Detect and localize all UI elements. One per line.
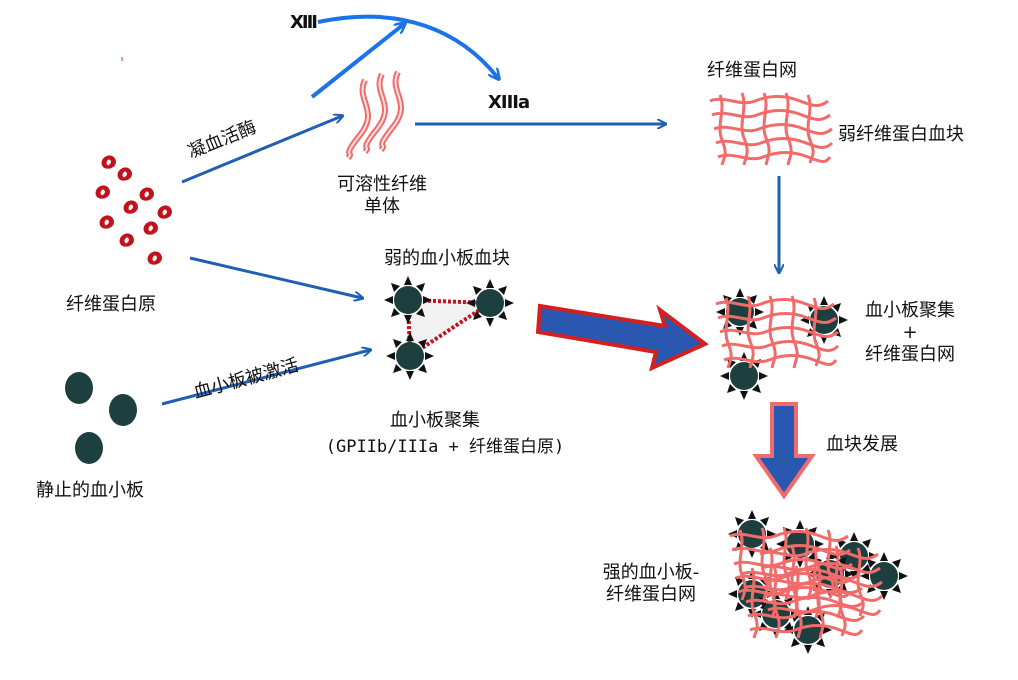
weak-platelet-clot-icon [384, 276, 514, 380]
fibrinogen-label: 纤维蛋白原 [66, 294, 156, 315]
clot-development-label: 血块发展 [826, 434, 898, 455]
soluble-monomer-label: 可溶性纤维 单体 [322, 174, 442, 218]
gp-receptor-label: (GPIIb/IIIa + 纤维蛋白原) [325, 437, 565, 457]
soluble-monomer-line1: 可溶性纤维 [337, 174, 427, 195]
block-arrow-right [535, 303, 709, 372]
block-arrow-down [752, 402, 816, 500]
weak-fibrin-clot-label: 弱纤维蛋白血块 [838, 124, 964, 145]
resting-platelets-label: 静止的血小板 [36, 480, 144, 501]
agg-plus-mesh-plus: + [902, 322, 918, 343]
soluble-monomer-icon [345, 70, 404, 160]
aggregation-mesh-icon [714, 288, 848, 400]
arrow-thrombin [181, 116, 342, 184]
factor-xiii-label: XIII [290, 12, 318, 33]
agg-plus-mesh-line3: 纤维蛋白网 [865, 344, 955, 365]
platelet-aggregation-label: 血小板聚集 [390, 410, 480, 431]
fibrin-mesh-icon [708, 91, 834, 167]
arrow-xiii-to-xiiia [317, 14, 498, 78]
agg-plus-mesh-line1: 血小板聚集 [865, 300, 955, 321]
strong-clot-line1: 强的血小板- [602, 562, 700, 583]
soluble-monomer-line2: 单体 [364, 196, 400, 217]
fibrinogen-coils-icon [95, 155, 172, 265]
resting-platelets-icon [65, 372, 137, 464]
factor-xiiia-label: XIIIa [488, 92, 530, 113]
strong-clot-icon [728, 510, 908, 654]
weak-platelet-clot-label: 弱的血小板血块 [384, 248, 510, 269]
arrow-to-xiii-activation [310, 24, 404, 99]
arrow-platelet-activation [161, 350, 370, 406]
strong-clot-label: 强的血小板- 纤维蛋白网 [586, 562, 716, 606]
arrow-fibrinogen-to-weak-clot [189, 256, 362, 298]
agg-plus-mesh-label: 血小板聚集 + 纤维蛋白网 [848, 300, 972, 366]
strong-clot-line2: 纤维蛋白网 [606, 584, 696, 605]
fibrin-mesh-top-label: 纤维蛋白网 [707, 60, 797, 81]
